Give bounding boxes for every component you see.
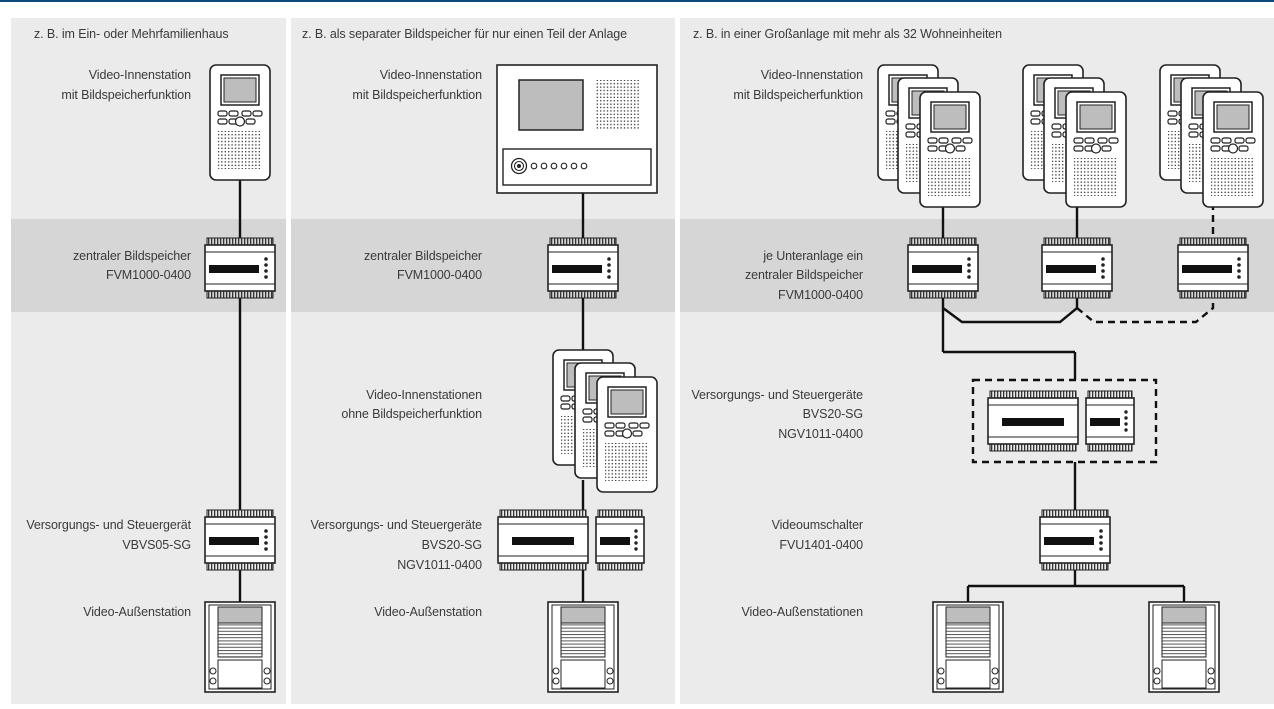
- top-rule: [0, 0, 1274, 2]
- col3-switch-label-1: Videoumschalter: [772, 518, 863, 532]
- col3-indoor-label-2: mit Bildspeicherfunktion: [733, 88, 863, 102]
- col2-supply-label-1: Versorgungs- und Steuergeräte: [310, 518, 482, 532]
- video-indoor-station-icon: [596, 376, 658, 493]
- col3-outdoor-label: Video-Außenstationen: [742, 605, 864, 619]
- col1-storage-label-1: zentraler Bildspeicher: [73, 249, 191, 263]
- image-storage-module-icon: [907, 237, 979, 299]
- col3-indoor-label-1: Video-Innenstation: [761, 68, 863, 82]
- col3-supply-label-2: BVS20-SG: [803, 407, 863, 421]
- column-3-heading: z. B. in einer Großanlage mit mehr als 3…: [693, 27, 1002, 41]
- col2-supply-label-2: BVS20-SG: [422, 538, 482, 552]
- video-outdoor-station-icon: [204, 601, 276, 693]
- video-outdoor-station-icon: [932, 601, 1004, 693]
- col1-indoor-label-1: Video-Innenstation: [89, 68, 191, 82]
- col1-supply-label-2: VBVS05-SG: [122, 538, 191, 552]
- column-3-optional-wiring: [971, 203, 1215, 464]
- column-1-heading: z. B. im Ein- oder Mehrfamilienhaus: [34, 27, 229, 41]
- col2-indoor-plain-label-1: Video-Innenstationen: [366, 388, 482, 402]
- col3-storage-label-3: FVM1000-0400: [778, 288, 863, 302]
- video-indoor-station-icon: [209, 64, 271, 181]
- column-3-wiring: [941, 203, 1186, 602]
- power-control-module-icon: [987, 390, 1079, 452]
- image-storage-module-icon: [1177, 237, 1249, 299]
- video-indoor-station-icon: [1202, 91, 1264, 208]
- col1-outdoor-label: Video-Außenstation: [83, 605, 191, 619]
- video-outdoor-station-icon: [547, 601, 619, 693]
- col3-switch-label-2: FVU1401-0400: [779, 538, 863, 552]
- col1-supply-label-1: Versorgungs- und Steuergerät: [26, 518, 191, 532]
- video-indoor-station-large-icon: [496, 64, 658, 194]
- col2-indoor-label-1: Video-Innenstation: [380, 68, 482, 82]
- col1-indoor-label-2: mit Bildspeicherfunktion: [61, 88, 191, 102]
- col2-storage-label-2: FVM1000-0400: [397, 268, 482, 282]
- power-control-module-icon: [1085, 390, 1135, 452]
- col2-indoor-plain-label-2: ohne Bildspeicherfunktion: [341, 407, 482, 421]
- col3-storage-label-2: zentraler Bildspeicher: [745, 268, 863, 282]
- col2-outdoor-label: Video-Außenstation: [374, 605, 482, 619]
- image-storage-module-icon: [1041, 237, 1113, 299]
- column-2-heading: z. B. als separater Bildspeicher für nur…: [302, 27, 627, 41]
- col2-supply-label-3: NGV1011-0400: [397, 558, 482, 572]
- video-switch-module-icon: [1039, 509, 1111, 571]
- col2-storage-label-1: zentraler Bildspeicher: [364, 249, 482, 263]
- power-control-module-icon: [497, 509, 589, 571]
- col2-indoor-label-2: mit Bildspeicherfunktion: [352, 88, 482, 102]
- video-indoor-station-icon: [919, 91, 981, 208]
- video-outdoor-station-icon: [1148, 601, 1220, 693]
- col3-supply-label-3: NGV1011-0400: [778, 427, 863, 441]
- power-control-module-icon: [204, 509, 276, 571]
- col3-storage-label-1: je Unteranlage ein: [762, 249, 863, 263]
- col1-storage-label-2: FVM1000-0400: [106, 268, 191, 282]
- video-indoor-station-icon: [1065, 91, 1127, 208]
- col3-supply-label-1: Versorgungs- und Steuergeräte: [691, 388, 863, 402]
- power-control-module-icon: [595, 509, 645, 571]
- image-storage-module-icon: [204, 237, 276, 299]
- image-storage-module-icon: [547, 237, 619, 299]
